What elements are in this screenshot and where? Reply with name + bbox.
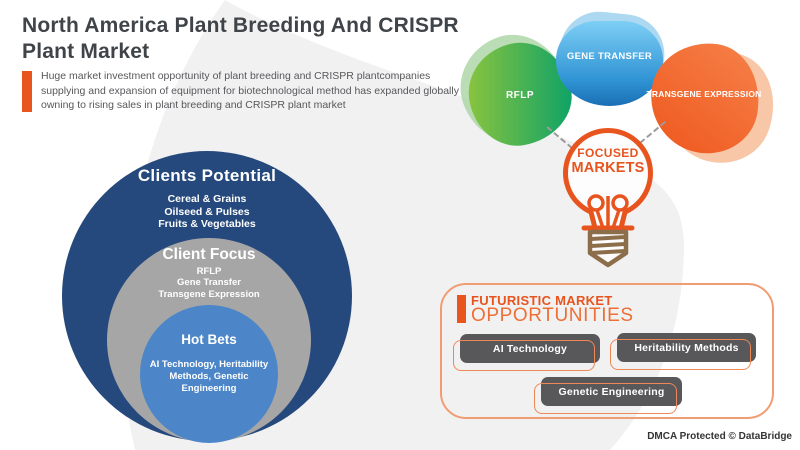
opportunities-heading-line2: OPPORTUNITIES: [471, 305, 634, 326]
clients-potential-item: Cereal & Grains: [167, 193, 247, 205]
opportunity-ai-technology: AI Technology: [453, 334, 600, 371]
page-title-line2: Plant Market: [22, 40, 150, 63]
page-title: North America Plant Breeding And CRISPR …: [22, 13, 459, 65]
hot-bets-items: AI Technology, Heritability Methods, Gen…: [149, 359, 269, 394]
opportunity-label: AI Technology: [492, 342, 568, 355]
title-accent-bar: [22, 71, 32, 112]
clients-potential-title: Clients Potential: [137, 166, 277, 185]
client-focus-items: RFLP Gene Transfer Transgene Expression: [107, 266, 311, 300]
dmca-protection-notice: DMCA Protected © DataBridge: [647, 431, 792, 442]
client-focus-item: Gene Transfer: [177, 277, 241, 289]
gene-transfer-petal: [556, 21, 663, 106]
client-focus-item: RFLP: [196, 266, 222, 277]
clients-potential-item: Oilseed & Pulses: [164, 205, 250, 218]
transgene-expression-petal-label: TRANSGENE EXPRESSION: [646, 89, 762, 99]
market-description: Huge market investment opportunity of pl…: [41, 70, 459, 112]
client-focus-item: Transgene Expression: [158, 288, 260, 300]
opportunity-label: Heritability Methods: [634, 341, 739, 354]
hot-bets-circle: [140, 305, 278, 443]
gene-transfer-petal-label: GENE TRANSFER: [566, 51, 653, 62]
opportunities-accent-bar: [457, 295, 466, 323]
rflp-petal-label: RFLP: [505, 90, 535, 101]
client-focus-title: Client Focus: [162, 246, 256, 263]
focused-markets-line1: FOCUSED: [577, 146, 639, 160]
hot-bets-title: Hot Bets: [181, 332, 237, 347]
focused-markets-line2: MARKETS: [571, 160, 645, 176]
clients-potential-items: Cereal & Grains Oilseed & Pulses Fruits …: [62, 193, 352, 231]
lightbulb-icon: [563, 128, 653, 268]
opportunity-genetic-engineering: Genetic Engineering: [534, 377, 682, 414]
opportunity-label: Genetic Engineering: [558, 385, 665, 398]
opportunities-panel: [440, 283, 774, 419]
opportunity-heritability-methods: Heritability Methods: [610, 333, 756, 370]
clients-potential-item: Fruits & Vegetables: [158, 218, 256, 231]
page-title-line1: North America Plant Breeding And CRISPR: [22, 14, 459, 37]
opportunities-heading-line1: FUTURISTIC MARKET: [471, 293, 613, 308]
focused-markets-label: FOCUSED MARKETS: [563, 146, 653, 177]
